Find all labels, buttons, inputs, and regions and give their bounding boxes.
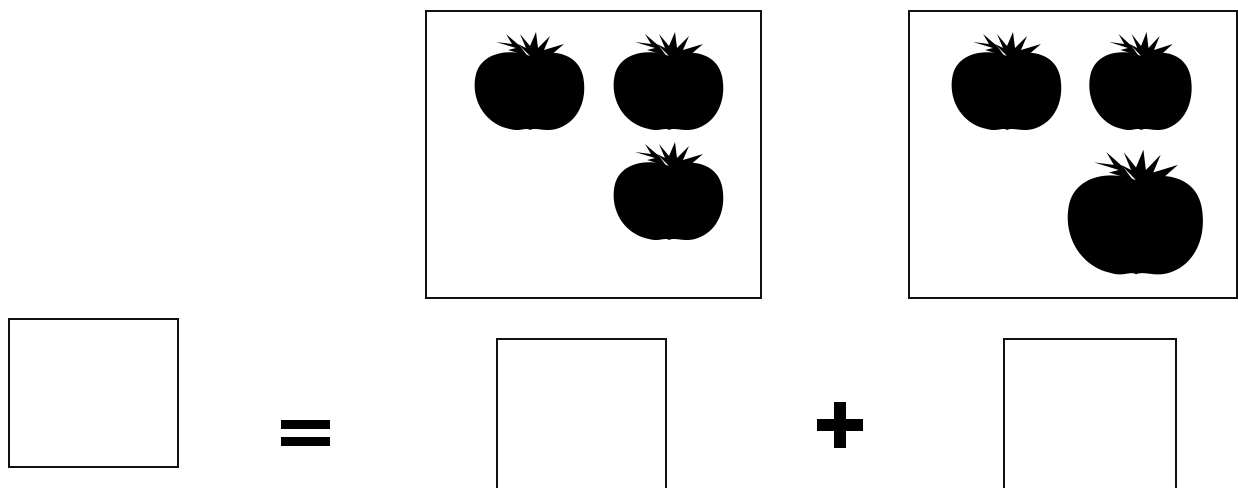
equals-bar-bottom bbox=[281, 437, 330, 446]
right-tomato-group-panel bbox=[908, 10, 1238, 299]
equals-bar-top bbox=[281, 420, 330, 429]
tomato-icon bbox=[608, 26, 730, 136]
first-addend-answer-box[interactable] bbox=[496, 338, 667, 488]
tomato-icon bbox=[469, 26, 591, 136]
total-answer-box[interactable] bbox=[8, 318, 179, 468]
second-addend-answer-box[interactable] bbox=[1003, 338, 1177, 488]
equals-icon bbox=[281, 420, 330, 446]
tomato-icon bbox=[1062, 142, 1210, 282]
plus-bar-vertical bbox=[834, 402, 846, 448]
left-tomato-group-panel bbox=[425, 10, 762, 299]
tomato-icon bbox=[946, 26, 1068, 136]
tomato-icon bbox=[1085, 26, 1197, 136]
plus-icon bbox=[817, 402, 863, 448]
tomato-icon bbox=[608, 136, 730, 246]
